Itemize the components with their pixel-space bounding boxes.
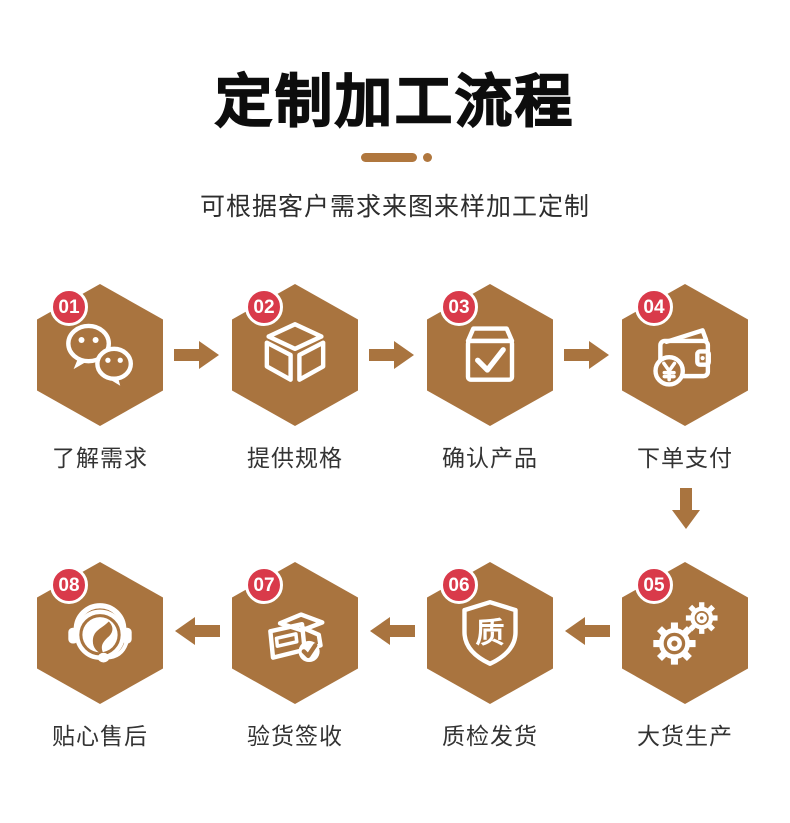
gears-icon (653, 602, 718, 665)
flow-arrow-right-icon (174, 340, 220, 370)
title-divider-dot (423, 153, 432, 162)
svg-text:质: 质 (475, 617, 504, 650)
step-label: 贴心售后 (52, 723, 148, 749)
wallet-yen-icon (653, 328, 711, 387)
step-number-badge: 07 (245, 566, 283, 604)
step-label: 确认产品 (442, 445, 538, 471)
cube-icon (264, 322, 326, 382)
step-06: 质 06 质检发货 (415, 562, 565, 752)
flow-arrow-down-icon (671, 488, 701, 530)
step-05: 05 大货生产 (610, 562, 760, 752)
step-label: 验货签收 (247, 723, 343, 749)
step-08: 08 贴心售后 (25, 562, 175, 752)
subtitle: 可根据客户需求来图来样加工定制 (199, 193, 590, 221)
step-number-badge: 02 (245, 288, 283, 326)
box-signed-icon (268, 612, 325, 663)
quality-shield-icon: 质 (462, 600, 518, 666)
flow-arrow-right-icon (564, 340, 610, 370)
step-number-badge: 08 (50, 566, 88, 604)
step-01: 01 了解需求 (25, 284, 175, 474)
step-07: 07 验货签收 (220, 562, 370, 752)
step-label: 大货生产 (637, 723, 733, 749)
headset-icon (68, 603, 132, 663)
step-03: 03 确认产品 (415, 284, 565, 474)
hexagon (37, 562, 163, 704)
step-number-badge: 05 (635, 566, 673, 604)
flow-arrow-right-icon (369, 340, 415, 370)
step-02: 02 提供规格 (220, 284, 370, 474)
step-label: 了解需求 (52, 445, 148, 471)
step-label: 下单支付 (637, 445, 733, 471)
flow-arrow-left-icon (174, 616, 220, 646)
flow-arrow-left-icon (564, 616, 610, 646)
step-label: 质检发货 (442, 723, 538, 749)
page-title: 定制加工流程 (214, 69, 575, 135)
box-check-icon (465, 326, 515, 382)
step-number-badge: 03 (440, 288, 478, 326)
step-number-badge: 01 (50, 288, 88, 326)
step-number-badge: 06 (440, 566, 478, 604)
wechat-icon (66, 323, 133, 386)
step-number-badge: 04 (635, 288, 673, 326)
step-04: 04 下单支付 (610, 284, 760, 474)
step-label: 提供规格 (247, 445, 343, 471)
flow-arrow-left-icon (369, 616, 415, 646)
title-divider-bar (361, 153, 417, 162)
